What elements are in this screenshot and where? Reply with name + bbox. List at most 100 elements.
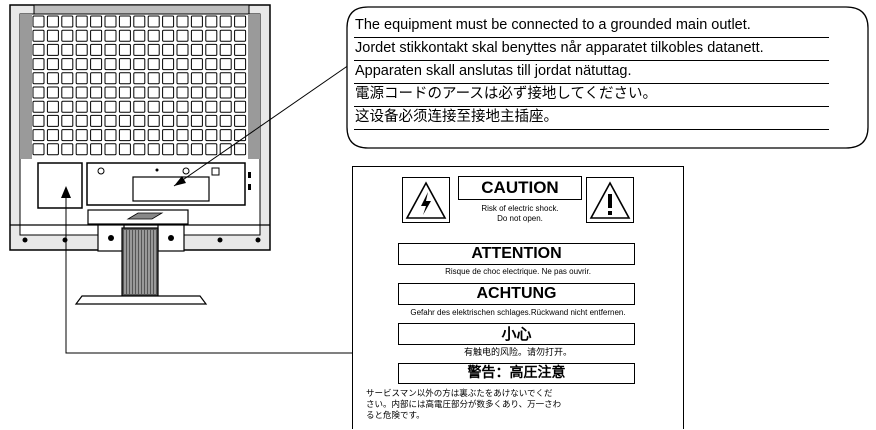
hinge-screw: [168, 235, 174, 241]
notice-line-norwegian: Jordet stikkontakt skal benyttes når app…: [354, 38, 829, 61]
monitor-side-right: [248, 14, 260, 159]
vent-slot: [234, 100, 247, 113]
port-icon: [97, 167, 105, 175]
slot: [248, 172, 251, 178]
vent-slot: [176, 114, 189, 127]
vent-slot: [118, 100, 131, 113]
vent-slot: [205, 29, 218, 42]
warning-exclamation-icon: [586, 177, 634, 223]
screw-hole: [217, 237, 223, 243]
vent-slot: [61, 58, 74, 71]
vent-slot: [190, 72, 203, 85]
vent-slot: [90, 29, 103, 42]
vent-slot: [118, 114, 131, 127]
vent-slot: [205, 43, 218, 56]
notice-line-english: The equipment must be connected to a gro…: [354, 15, 829, 38]
vent-slot: [104, 29, 117, 42]
vent-slot: [32, 100, 45, 113]
vent-slot: [90, 129, 103, 142]
vent-slot: [162, 72, 175, 85]
vent-slot: [61, 72, 74, 85]
vent-slot: [133, 86, 146, 99]
vent-slot: [104, 129, 117, 142]
vent-slot: [176, 143, 189, 156]
vent-slot: [147, 15, 160, 28]
vent-slot: [162, 29, 175, 42]
caution-text-line1: Risk of electric shock.: [481, 204, 559, 213]
vent-slot: [176, 43, 189, 56]
port-icon: [182, 167, 190, 175]
vent-slot: [190, 29, 203, 42]
vent-slot: [32, 58, 45, 71]
vent-slot: [219, 15, 232, 28]
attention-text: Risque de choc electrique. Ne pas ouvrir…: [445, 267, 591, 276]
vent-slot: [61, 129, 74, 142]
slot: [248, 184, 251, 190]
vent-slot: [46, 15, 59, 28]
japanese-warning-line3: ると危険です。: [366, 411, 425, 421]
vent-grid: [32, 15, 247, 156]
vent-slot: [234, 43, 247, 56]
vent-slot: [32, 114, 45, 127]
leader-line-notice: [173, 55, 363, 187]
screw-hole: [62, 237, 68, 243]
vent-slot: [162, 129, 175, 142]
vent-slot: [90, 58, 103, 71]
vent-slot: [205, 143, 218, 156]
vent-slot: [205, 86, 218, 99]
vent-slot: [118, 86, 131, 99]
monitor-stand: [74, 209, 208, 305]
vent-slot: [219, 29, 232, 42]
vent-slot: [176, 15, 189, 28]
vent-slot: [32, 129, 45, 142]
vent-slot: [61, 15, 74, 28]
vent-slot: [176, 129, 189, 142]
monitor-side-left: [20, 14, 32, 159]
vent-slot: [162, 15, 175, 28]
vent-slot: [205, 100, 218, 113]
vent-slot: [90, 86, 103, 99]
vent-slot: [190, 86, 203, 99]
vent-slot: [219, 58, 232, 71]
vent-slot: [162, 86, 175, 99]
connector-plate: [132, 176, 210, 202]
vent-slot: [162, 43, 175, 56]
monitor-top-ridge: [33, 4, 250, 15]
vent-slot: [75, 143, 88, 156]
vent-slot: [133, 43, 146, 56]
vent-slot: [190, 58, 203, 71]
vent-slot: [61, 43, 74, 56]
vent-slot: [75, 114, 88, 127]
vent-slot: [46, 114, 59, 127]
vent-slot: [32, 86, 45, 99]
leader-line-label: [65, 194, 352, 354]
eizo-logo-icon: [126, 212, 164, 220]
vent-slot: [162, 143, 175, 156]
vent-slot: [118, 15, 131, 28]
vent-slot: [32, 143, 45, 156]
vent-slot: [118, 72, 131, 85]
vent-slot: [147, 29, 160, 42]
vent-slot: [219, 129, 232, 142]
notice-line-chinese: 这设备必须连接至接地主插座。: [354, 107, 829, 130]
vent-slot: [147, 58, 160, 71]
vent-slot: [75, 43, 88, 56]
vent-slot: [133, 15, 146, 28]
vent-slot: [46, 29, 59, 42]
arrowhead: [61, 186, 71, 198]
vent-slot: [190, 15, 203, 28]
caution-label: CAUTION Risk of electric shock. Do not o…: [352, 166, 684, 429]
vent-slot: [75, 72, 88, 85]
vent-slot: [176, 100, 189, 113]
vent-slot: [147, 86, 160, 99]
vent-slot: [46, 100, 59, 113]
vent-slot: [90, 43, 103, 56]
vent-slot: [147, 43, 160, 56]
vent-slot: [32, 15, 45, 28]
cable-cover: [37, 162, 83, 209]
stand-base: [74, 295, 208, 305]
vent-slot: [147, 114, 160, 127]
vent-slot: [61, 143, 74, 156]
vent-slot: [190, 100, 203, 113]
vent-slot: [162, 114, 175, 127]
